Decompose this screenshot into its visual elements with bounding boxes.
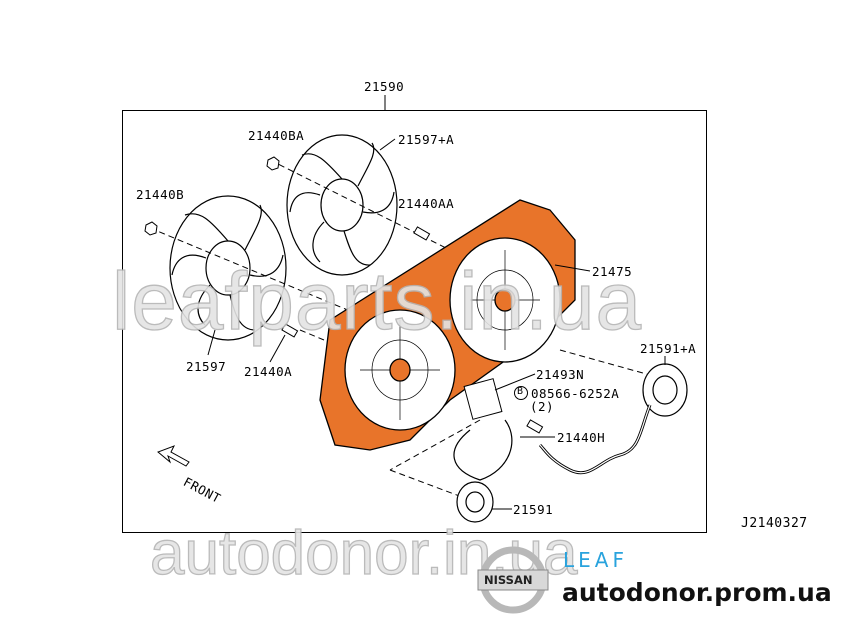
site-label[interactable]: autodonor.prom.ua [562,578,832,607]
motor-21591 [456,481,494,523]
label-bolt-qty: (2) [530,399,555,414]
nut-21440ba [266,156,280,171]
resistor-21493n [463,378,503,420]
label-21590: 21590 [364,79,405,94]
label-21440b: 21440B [136,187,185,202]
bolt-spec-marker-circle [514,386,528,400]
label-21493n: 21493N [536,367,585,382]
bolt-08566 [526,419,544,434]
label-21597: 21597 [186,359,227,374]
label-08566-6252a: 08566-6252A [531,386,620,401]
fan-21597 [169,195,287,341]
label-21440ba: 21440BA [248,128,305,143]
label-21591a: 21591+A [640,341,697,356]
watermark-leafparts: leafparts.in.ua [111,255,643,347]
label-21440h: 21440H [557,430,606,445]
front-arrow-icon [157,445,190,467]
bolt-21440aa [413,226,431,241]
label-21475: 21475 [592,264,633,279]
leaf-model-label: LEAF [563,548,628,572]
label-21440a: 21440A [244,364,293,379]
label-bolt-spec-marker: B [517,386,524,397]
diagram-frame [122,110,707,533]
nissan-logo-text: NISSAN [484,573,533,587]
diagram-code: J2140327 [741,516,808,531]
shroud-21475 [319,199,576,451]
nut-21440b [144,221,158,236]
label-21591: 21591 [513,502,554,517]
fasteners [144,156,544,434]
fan-21597a [286,134,398,276]
label-21597a: 21597+A [398,132,455,147]
label-21440aa: 21440AA [398,196,455,211]
leader-lines [207,138,666,510]
bolt-21440a [281,323,299,338]
